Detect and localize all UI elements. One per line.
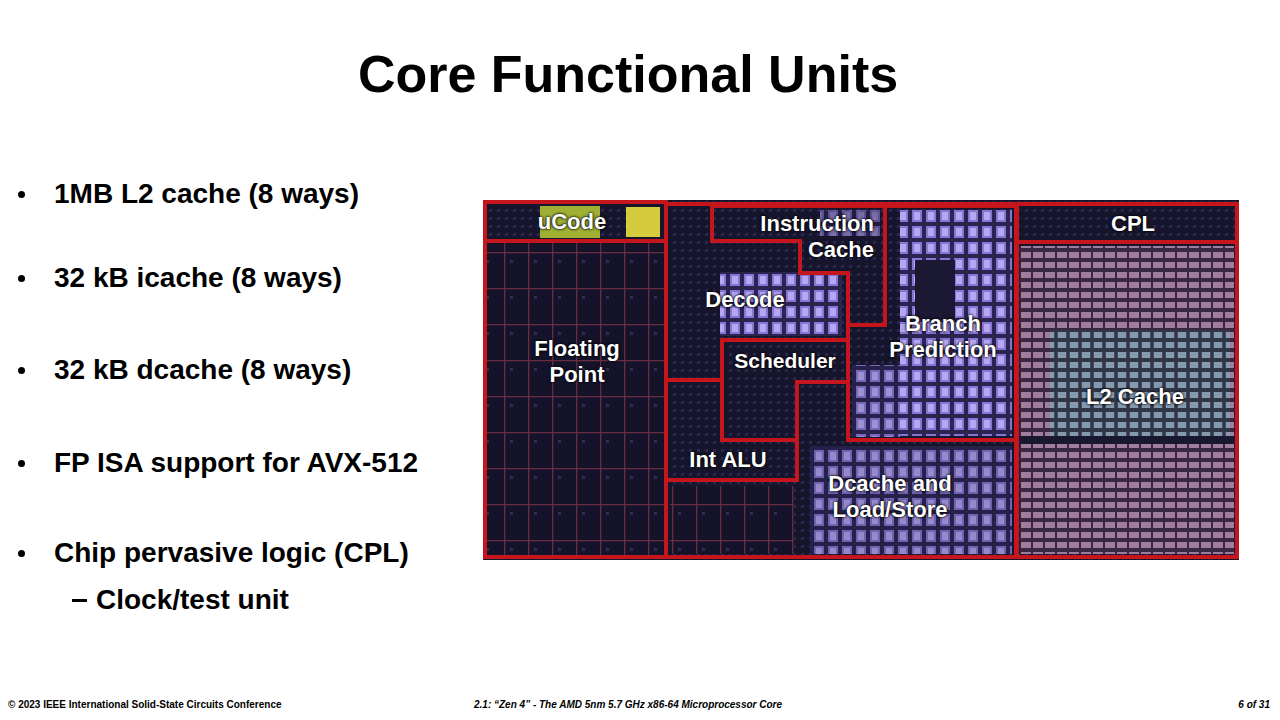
bullet-dot — [18, 460, 25, 467]
bullet-text: 1MB L2 cache (8 ways) — [54, 178, 359, 210]
bullet-text: FP ISA support for AVX-512 — [54, 447, 418, 479]
die-texture — [483, 200, 1239, 560]
slide-title: Core Functional Units — [0, 44, 1256, 104]
die-region: Floating Point — [486, 242, 664, 555]
die-region: CPL — [1018, 205, 1236, 242]
region-label: Decode — [690, 287, 800, 313]
region-label: Floating Point — [517, 336, 637, 389]
region-label: Instruction Cache — [744, 211, 874, 264]
region-label: L2 Cache — [1065, 384, 1205, 410]
bullet-dash — [72, 599, 87, 602]
die-region: Dcache and Load/Store — [666, 382, 1016, 557]
page-number: 6 of 31 — [1238, 699, 1270, 710]
region-label: Branch Prediction — [878, 311, 1008, 364]
region-label: Dcache and Load/Store — [815, 471, 965, 524]
region-label: uCode — [517, 209, 627, 235]
footer-text: © 2023 IEEE International Solid-State Ci… — [8, 699, 282, 710]
die-region: Branch Prediction — [848, 206, 1016, 440]
die-region: Scheduler — [722, 340, 848, 440]
die-region: uCode — [486, 203, 664, 241]
bullet-text: Chip pervasive logic (CPL) — [54, 537, 409, 569]
die-region: L2 Cache — [1018, 242, 1236, 557]
region-label: CPL — [1093, 211, 1173, 237]
bullet-dot — [18, 191, 25, 198]
sub-bullet-text: Clock/test unit — [96, 584, 289, 616]
region-outline — [485, 202, 1237, 557]
footer-text: 2.1: “Zen 4” - The AMD 5nm 5.7 GHz x86-6… — [474, 699, 782, 710]
bullet-dot — [18, 275, 25, 282]
bullet-text: 32 kB icache (8 ways) — [54, 262, 342, 294]
region-label: Int ALU — [673, 447, 783, 473]
bullet-dot — [18, 367, 25, 374]
die-region: Int ALU — [666, 380, 797, 480]
bullet-dot — [18, 550, 25, 557]
region-label: Scheduler — [725, 348, 845, 373]
bullet-text: 32 kB dcache (8 ways) — [54, 354, 351, 386]
